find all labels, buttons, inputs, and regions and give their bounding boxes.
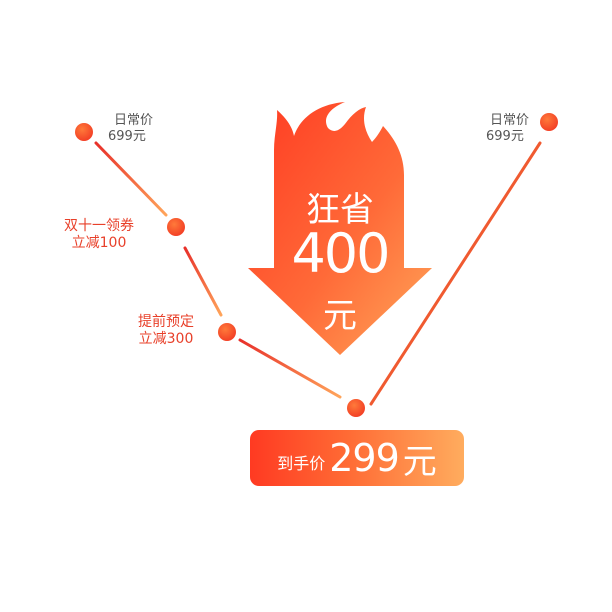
flame-arrow-down-icon <box>248 102 432 355</box>
presale-label: 提前预定 立减300 <box>138 314 194 348</box>
presale-value: 立减300 <box>138 330 194 347</box>
presale-title: 提前预定 <box>138 314 194 330</box>
savings-amount: 400 <box>291 222 390 285</box>
right-regular-label: 日常价 699元 <box>486 113 529 144</box>
point-dot-left-regular <box>75 123 93 141</box>
right-regular-title: 日常价 <box>490 113 530 128</box>
savings-unit: 元 <box>323 296 357 336</box>
final-price-button[interactable]: 到手价 299 元 <box>250 430 464 486</box>
final-price-label: 到手价 <box>277 454 326 473</box>
left-regular-title: 日常价 <box>114 113 154 128</box>
point-dot-final <box>347 399 365 417</box>
final-price-unit: 元 <box>402 441 437 482</box>
trend-line-2 <box>183 246 223 317</box>
point-dot-double-eleven <box>167 218 185 236</box>
double-eleven-title: 双十一领券 <box>64 218 134 234</box>
trend-line-3 <box>238 338 342 399</box>
right-regular-price: 699元 <box>486 128 524 144</box>
double-eleven-value: 立减100 <box>71 234 127 251</box>
left-regular-label: 日常价 699元 <box>108 113 154 144</box>
final-price-amount: 299 <box>329 436 400 480</box>
point-dot-right-regular <box>540 113 558 131</box>
left-regular-price: 699元 <box>108 128 146 144</box>
savings-title: 狂省 <box>306 190 374 230</box>
trend-line-4 <box>369 141 542 406</box>
double-eleven-label: 双十一领券 立减100 <box>64 218 134 252</box>
trend-line-1 <box>94 141 168 217</box>
point-dot-presale <box>218 323 236 341</box>
